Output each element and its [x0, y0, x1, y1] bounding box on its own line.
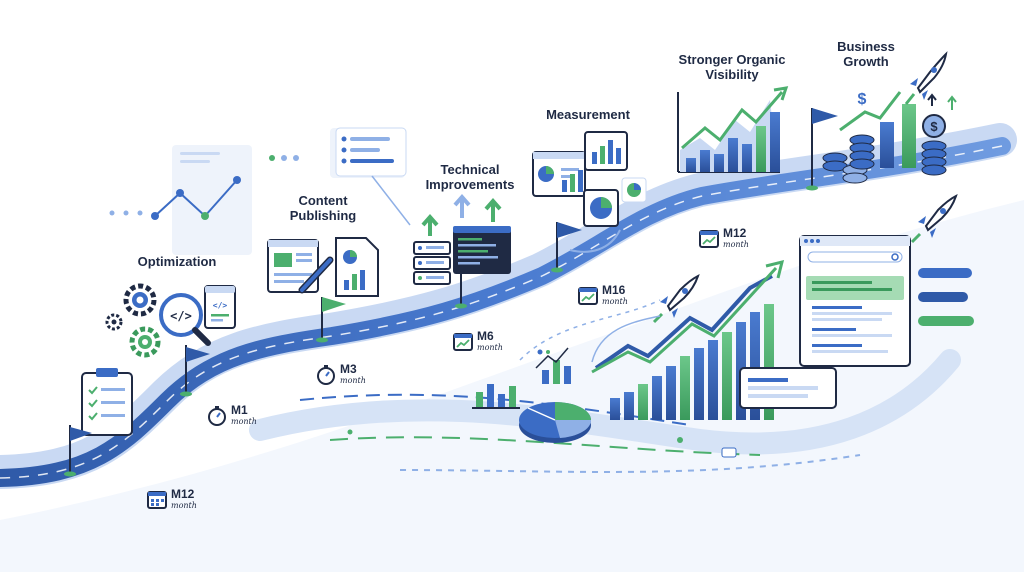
- stopwatch-icon: [208, 406, 226, 426]
- milestone-code: M3: [340, 362, 357, 376]
- rocket-icon: [910, 194, 958, 244]
- rocket-icon: [652, 274, 700, 324]
- server-stack-icon: [413, 241, 451, 285]
- stage-label-content-publishing: Content Publishing: [289, 193, 357, 223]
- trend-line-icon: [109, 152, 299, 220]
- milestone-code: M16: [602, 283, 626, 297]
- list-card-icon: [335, 127, 411, 226]
- bar-chart-card-icon: [584, 131, 628, 171]
- arrow-up-icon: [421, 213, 439, 236]
- technical-improvements-icons: [413, 193, 511, 285]
- gear-icon: [123, 283, 157, 317]
- milestone-m16: M16 month: [578, 283, 628, 307]
- arrow-up-icon: [947, 95, 957, 110]
- bar-chart-icon: [562, 170, 583, 192]
- svg-text:</>: </>: [213, 301, 228, 310]
- stage-label-stronger-organic-visibility: Stronger Organic Visibility: [678, 52, 786, 82]
- milestone-flags: [64, 108, 838, 477]
- milestone-m12-top: M12 month: [699, 226, 749, 250]
- bar-chart-icon: [472, 384, 520, 409]
- flag-icon: [316, 297, 346, 343]
- rocket-icon: [904, 51, 948, 105]
- milestone-m1: M1 month: [207, 403, 257, 427]
- milestone-unit: month: [171, 501, 197, 510]
- milestone-code: M1: [231, 403, 248, 417]
- dollar-coin-icon: $: [922, 114, 946, 138]
- arrow-up-icon: [927, 93, 937, 106]
- flag-icon: [180, 345, 210, 397]
- checklist-icon: [81, 368, 133, 436]
- milestone-code: M12: [171, 487, 195, 501]
- svg-text:</>: </>: [170, 309, 192, 323]
- pen-icon: [298, 256, 334, 294]
- pie-chart-card-icon: [621, 177, 647, 203]
- growth-bar: [902, 104, 916, 168]
- milestone-unit: month: [477, 343, 503, 352]
- flag-icon: [551, 222, 582, 273]
- milestone-m12-bottom: M12 month: [147, 487, 197, 511]
- gear-icon: [105, 313, 123, 331]
- milestone-code: M6: [477, 329, 494, 343]
- arrow-up-icon: [453, 193, 471, 218]
- milestone-unit: month: [723, 240, 749, 249]
- stage-label-business-growth: Business Growth: [837, 39, 895, 69]
- article-editor-icon: [267, 239, 319, 293]
- terminal-window-icon: [453, 226, 511, 274]
- code-window-icon: </>: [204, 285, 236, 329]
- dollar-sign-icon: $: [858, 91, 867, 108]
- flag-icon: [806, 108, 838, 191]
- optimization-icons: </> </>: [81, 152, 299, 436]
- coin-stack-icon: [822, 134, 947, 184]
- pie-chart-icon: [519, 402, 592, 443]
- milestone-m6: M6 month: [453, 329, 503, 353]
- calendar-chart-icon: [578, 287, 598, 305]
- arrow-up-icon: [484, 197, 502, 222]
- dollar-sign: $: [858, 91, 867, 108]
- milestone-unit: month: [231, 417, 257, 426]
- calendar-icon: [147, 491, 167, 509]
- decorative-dots: [347, 349, 737, 458]
- calendar-chart-icon: [699, 230, 719, 248]
- dashboard-window-icon: [532, 151, 586, 197]
- milestone-code: M12: [723, 226, 747, 240]
- growth-bar: [880, 122, 894, 168]
- milestone-m3: M3 month: [316, 362, 366, 386]
- dollar-sign: $: [930, 119, 938, 134]
- calendar-chart-icon: [453, 333, 473, 351]
- stage-label-optimization: Optimization: [137, 254, 217, 269]
- magnifier-code-icon: </>: [159, 293, 211, 346]
- business-growth-icons: $ $: [822, 51, 957, 184]
- visibility-growth-chart: [677, 86, 789, 173]
- stopwatch-icon: [317, 365, 335, 385]
- bar-chart-icon: [535, 347, 571, 384]
- report-document-icon: [335, 237, 379, 297]
- flag-icon: [64, 425, 92, 477]
- milestone-unit: month: [602, 297, 628, 306]
- pie-chart-card-icon: [583, 189, 619, 227]
- search-results-browser: [739, 194, 974, 409]
- stage-label-technical-improvements: Technical Improvements: [425, 162, 515, 192]
- content-publishing-icons: [267, 127, 411, 297]
- measurement-icons: [532, 131, 647, 253]
- gear-icon: [129, 326, 161, 358]
- milestone-unit: month: [340, 376, 366, 385]
- search-icon: [891, 253, 899, 261]
- stage-label-measurement: Measurement: [546, 107, 630, 122]
